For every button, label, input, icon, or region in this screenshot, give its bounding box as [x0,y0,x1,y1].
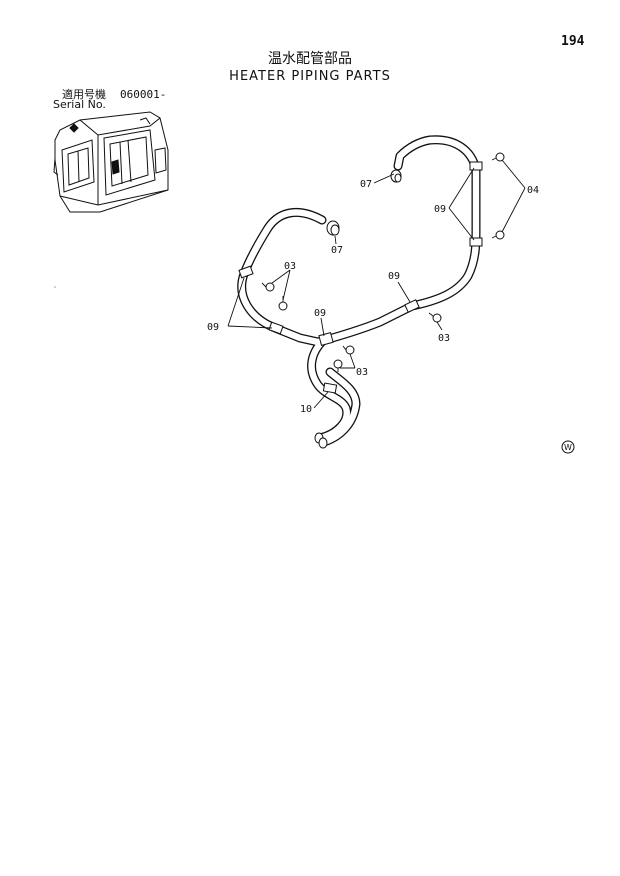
watermark-letter: W [564,443,572,452]
hose-end-caps [326,169,402,236]
callout-04: 04 [527,185,539,196]
page-number: 194 [561,34,585,49]
callout-labels: 07 07 03 09 09 03 09 03 09 04 10 [207,179,539,415]
serial-number: 060001- [120,88,167,101]
callout-09-center: 09 [314,308,326,319]
callout-07-upper: 07 [360,179,372,190]
serial-label-english: Serial No. [53,98,106,111]
callout-03-center: 03 [356,367,368,378]
scan-specks [54,286,56,288]
page-title-english: HEATER PIPING PARTS [229,69,391,84]
watermark-symbol: W [561,440,575,454]
bolts [261,152,505,372]
serial-label-japanese: 適用号機 [62,88,106,101]
callout-03-left: 03 [284,261,296,272]
heater-hoses [237,135,481,449]
callout-09-right: 09 [388,271,400,282]
callout-10: 10 [300,404,312,415]
callout-03-right: 03 [438,333,450,344]
callout-07-lower: 07 [331,245,343,256]
callout-09-left: 09 [207,322,219,333]
leader-lines [227,159,526,409]
callout-09-upper-right: 09 [434,204,446,215]
page-title-japanese: 温水配管部品 [268,51,352,67]
hose-clamps [238,161,483,394]
cab-illustration [53,111,169,213]
